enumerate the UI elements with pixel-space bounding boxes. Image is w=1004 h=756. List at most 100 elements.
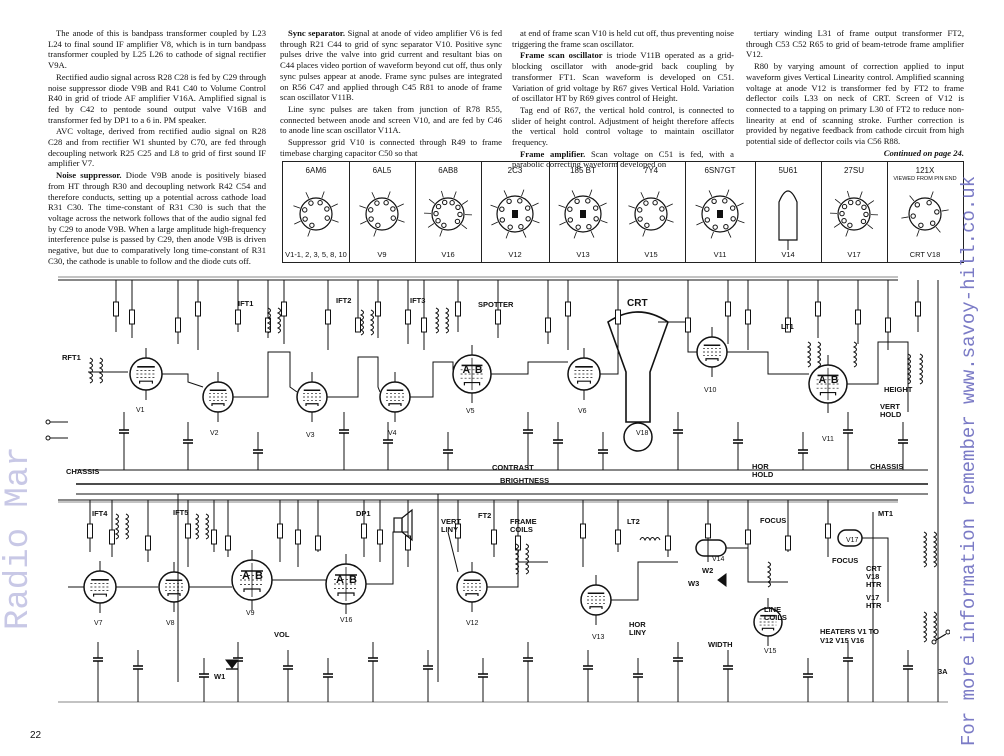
label-brightness: BRIGHTNESS: [500, 476, 550, 485]
svg-text:B: B: [349, 574, 357, 586]
label-crt-v18-htr: CRT V18 HTR: [866, 564, 882, 589]
svg-text:B: B: [475, 365, 483, 376]
brand-watermark: Radio Mar: [0, 446, 38, 630]
label-ift2: IFT2: [336, 296, 352, 305]
valve-ref-v3: V3: [306, 432, 315, 439]
svg-text:A: A: [463, 365, 471, 376]
label-v17-htr: V17 HTR: [866, 593, 882, 610]
valve-base-pinout-icon: [293, 191, 339, 237]
valve-ref-v6: V6: [578, 408, 587, 415]
svg-text:A: A: [819, 375, 827, 386]
valve-base-pinout-icon: [558, 189, 608, 239]
paragraph-body: R80 by varying amount of correction appl…: [746, 61, 964, 147]
col4-paragraph: R80 by varying amount of correction appl…: [746, 61, 964, 147]
valve-base-pinout-icon: [628, 191, 674, 237]
label-chassis-left: CHASSIS: [66, 467, 100, 476]
valve-ref-label: V9: [377, 250, 387, 259]
valve-base-pinout-icon: [359, 191, 405, 237]
col1-paragraph: AVC voltage, derived from rectified audi…: [48, 126, 266, 169]
paragraph-heading: Sync separator.: [288, 28, 345, 38]
valve-ref-label: V14: [781, 250, 795, 259]
valve-ref-v12: V12: [466, 620, 479, 627]
valve-type-label: 6AB8: [438, 166, 458, 175]
valve-ref-v10: V10: [704, 387, 717, 394]
label-ift3: IFT3: [410, 296, 426, 305]
svg-text:B: B: [255, 570, 263, 582]
col3-paragraph: at end of frame scan V10 is held cut off…: [512, 28, 734, 49]
valve-ref-label: CRT V18: [909, 250, 941, 259]
col1-paragraph: Noise suppressor. Diode V9B anode is pos…: [48, 170, 266, 266]
paragraph-body: Scan voltage on C51 is fed, with a parab…: [512, 148, 734, 170]
valve-type-label: 6AM6: [305, 166, 327, 175]
valve-ref-label: V16: [441, 250, 455, 259]
schematic-components: [45, 301, 950, 678]
paragraph-body: AVC voltage, derived from rectified audi…: [48, 126, 266, 169]
continued-note: Continued on page 24.: [883, 148, 964, 158]
valve-ref-label: V17: [847, 250, 861, 259]
valve-base-pinout-icon: [424, 190, 472, 237]
valve-type-label: 5U61: [778, 166, 798, 175]
valve-ref-label: V12: [508, 250, 522, 259]
label-focus-2: FOCUS: [832, 556, 859, 565]
paragraph-body: The anode of this is bandpass transforme…: [48, 28, 266, 71]
text-column-3: at end of frame scan V10 is held cut off…: [512, 28, 734, 171]
label-contrast: CONTRAST: [492, 463, 534, 472]
valve-type-label: 2C3: [507, 166, 523, 175]
label-width: WIDTH: [708, 640, 733, 649]
valve-v4: [379, 381, 411, 413]
paragraph-body: tertiary winding L31 of frame output tra…: [746, 28, 964, 60]
valve-ref-v1: V1: [136, 407, 145, 414]
valve-ref-label: V15: [644, 250, 658, 259]
valve-type-label: 6AL5: [372, 166, 392, 175]
label-chassis-right: CHASSIS: [870, 462, 904, 471]
valve-type-label: 121X: [915, 166, 935, 175]
label-heaters: HEATERS V1 TO V12 V15 V16: [820, 627, 879, 645]
col4-paragraph: tertiary winding L31 of frame output tra…: [746, 28, 964, 60]
valve-ref-label: V1-1, 2, 3, 5, 8, 10: [285, 250, 347, 259]
svg-text:B: B: [831, 375, 839, 386]
paragraph-heading: Frame scan oscillator: [520, 50, 603, 61]
valve-ref-v11: V11: [822, 436, 834, 443]
col2-paragraph: Line sync pulses are taken from junction…: [280, 104, 502, 136]
label-ift5: IFT5: [173, 508, 189, 517]
col1-paragraph: The anode of this is bandpass transforme…: [48, 28, 266, 71]
label-rft1: RFT1: [62, 353, 81, 362]
valve-v6: [567, 357, 601, 391]
label-vert-liny: VERT LINY: [441, 517, 462, 534]
paragraph-body: at end of frame scan V10 is held cut off…: [512, 28, 734, 49]
label-fuse: 3A: [938, 667, 948, 676]
label-mt1: MT1: [878, 509, 893, 518]
valve-base-pinout-icon: [901, 191, 949, 237]
text-column-4: tertiary winding L31 of frame output tra…: [746, 28, 964, 148]
label-crt: CRT: [627, 298, 648, 309]
label-focus-1: FOCUS: [760, 516, 787, 525]
paragraph-body: Tag end of R67, the vertical hold contro…: [512, 104, 734, 148]
label-ift1: IFT1: [238, 299, 254, 308]
label-w2: W2: [702, 566, 714, 575]
label-ift4: IFT4: [92, 509, 108, 518]
valve-base-pinout-icon: [490, 189, 540, 239]
paragraph-body: Line sync pulses are taken from junction…: [280, 103, 502, 136]
valve-ref-v9: V9: [246, 610, 255, 617]
valve-v8: [158, 571, 190, 603]
valve-ref-v13: V13: [592, 634, 605, 641]
paragraph-body: Rectified audio signal across R28 C28 is…: [48, 71, 266, 125]
label-vert-hold: VERT HOLD: [880, 402, 902, 419]
valve-v3: [296, 381, 328, 413]
col1-paragraph: Rectified audio signal across R28 C28 is…: [48, 72, 266, 126]
valve-ref-v5: V5: [466, 408, 475, 415]
paragraph-body: is triode V11B operated as a grid-blocki…: [512, 50, 734, 104]
label-height: HEIGHT: [884, 385, 913, 394]
valve-v13: [580, 584, 612, 616]
